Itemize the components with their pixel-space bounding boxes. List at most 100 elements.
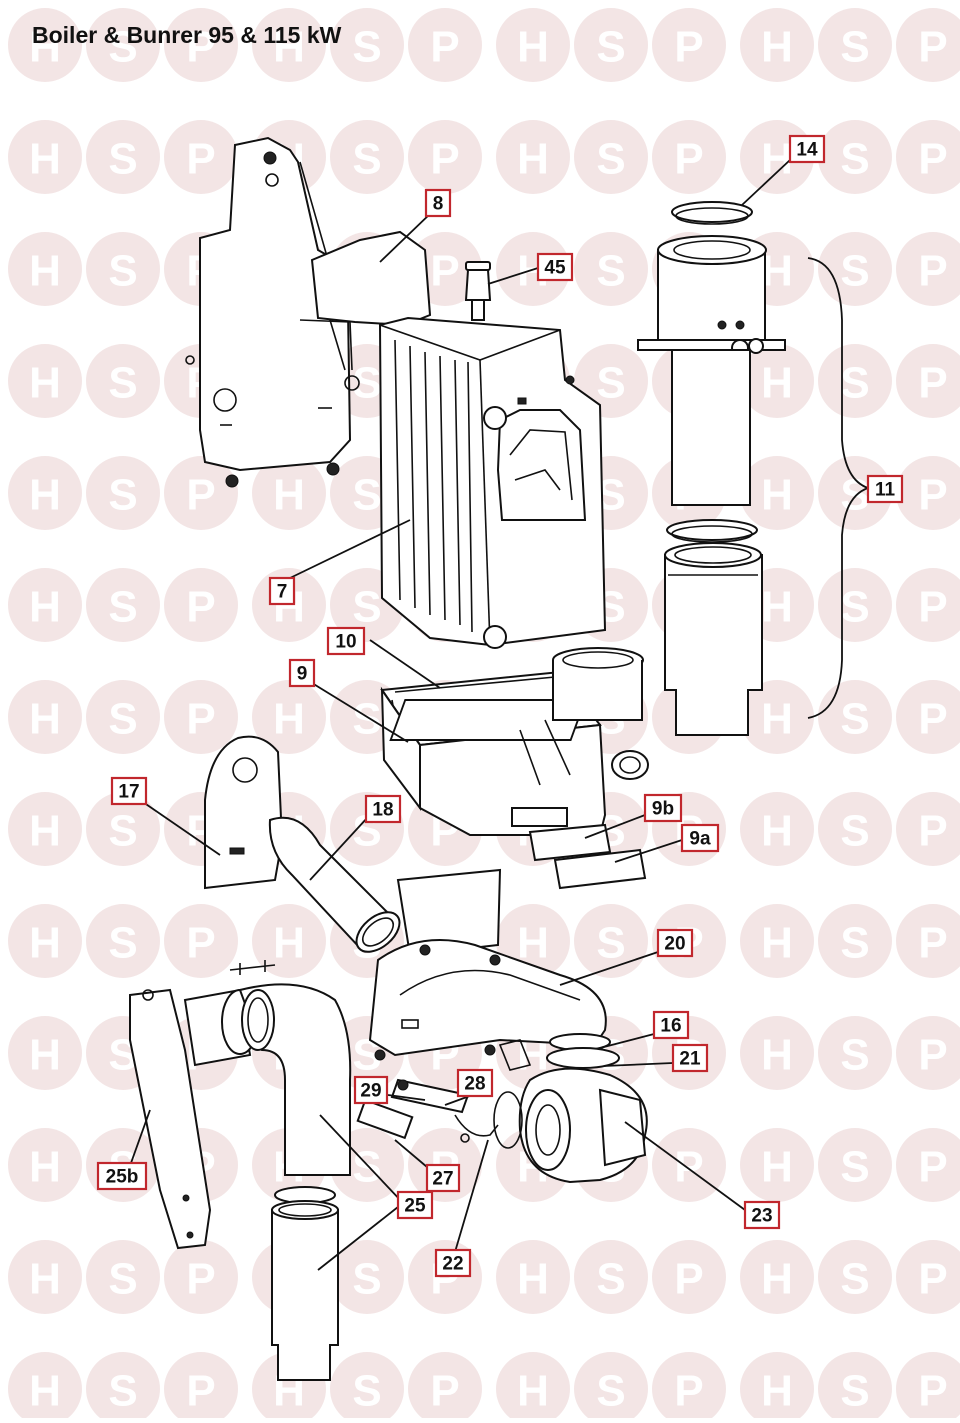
watermark-circle	[740, 792, 814, 866]
watermark-circle	[740, 680, 814, 754]
watermark-letter: S	[108, 695, 137, 744]
watermark-letter: S	[840, 1031, 869, 1080]
callout-25b: 25b	[96, 1161, 148, 1191]
watermark-circle	[818, 568, 892, 642]
watermark-circle	[86, 456, 160, 530]
watermark-letter: S	[840, 919, 869, 968]
watermark-letter: P	[918, 247, 947, 296]
watermark-letter: H	[761, 1367, 793, 1416]
watermark-letter: P	[674, 23, 703, 72]
watermark-letter: H	[29, 23, 61, 72]
watermark-circle	[496, 120, 570, 194]
watermark-circle	[896, 1240, 960, 1314]
watermark-circle	[652, 8, 726, 82]
watermark-letter: S	[108, 471, 137, 520]
watermark-circle	[896, 792, 960, 866]
watermark-letter: S	[840, 1367, 869, 1416]
watermark-circle	[574, 8, 648, 82]
callout-label: 10	[335, 632, 356, 653]
watermark-circle	[818, 1128, 892, 1202]
watermark-circle	[496, 1240, 570, 1314]
watermark-circle	[896, 1016, 960, 1090]
callout-20: 20	[656, 928, 694, 958]
watermark-letter: P	[918, 1367, 947, 1416]
watermark-letter: H	[761, 1143, 793, 1192]
watermark-circle	[8, 792, 82, 866]
callout-14: 14	[788, 134, 826, 164]
callout-17: 17	[110, 776, 148, 806]
watermark-letter: H	[761, 471, 793, 520]
watermark-circle	[86, 1240, 160, 1314]
watermark-circle	[252, 904, 326, 978]
watermark-circle	[896, 568, 960, 642]
watermark-circle	[574, 1240, 648, 1314]
watermark-letter: S	[596, 1367, 625, 1416]
watermark-circle	[86, 904, 160, 978]
callout-label: 7	[277, 582, 288, 603]
watermark-letter: S	[108, 919, 137, 968]
watermark-letter: S	[840, 695, 869, 744]
watermark-letter: S	[108, 135, 137, 184]
watermark-letter: H	[273, 471, 305, 520]
watermark-letter: P	[918, 695, 947, 744]
watermark-circle	[8, 568, 82, 642]
watermark-letter: S	[108, 807, 137, 856]
watermark-circle	[818, 1352, 892, 1423]
watermark-letter: P	[186, 919, 215, 968]
callout-box	[643, 793, 683, 823]
watermark-letter: H	[761, 807, 793, 856]
watermark-letter: H	[761, 695, 793, 744]
callout-16: 16	[652, 1010, 690, 1040]
watermark-circle	[86, 568, 160, 642]
watermark-letter: S	[352, 471, 381, 520]
watermark-circle	[8, 120, 82, 194]
callout-box	[456, 1068, 494, 1098]
watermark-letter: H	[273, 23, 305, 72]
watermark-letter: P	[918, 1255, 947, 1304]
watermark-letter: S	[596, 919, 625, 968]
watermark-circle	[86, 1352, 160, 1423]
watermark-letter: P	[186, 23, 215, 72]
callout-21: 21	[671, 1043, 709, 1073]
callout-box	[536, 252, 574, 282]
watermark-circle	[330, 120, 404, 194]
callout-label: 27	[432, 1169, 453, 1190]
watermark-circle	[740, 8, 814, 82]
watermark-circle	[8, 8, 82, 82]
watermark-letter: P	[674, 1367, 703, 1416]
watermark-letter: P	[918, 807, 947, 856]
watermark-circle	[164, 120, 238, 194]
watermark-circle	[896, 120, 960, 194]
part-8-side-panel	[185, 136, 432, 488]
watermark-letter: P	[186, 1255, 215, 1304]
watermark-letter: P	[674, 1143, 703, 1192]
watermark-letter: S	[840, 359, 869, 408]
callout-label: 18	[372, 800, 393, 821]
watermark-circle	[740, 1128, 814, 1202]
watermark-letter: S	[840, 1255, 869, 1304]
callout-label: 20	[664, 934, 685, 955]
watermark-circle	[408, 120, 482, 194]
watermark-letter: P	[186, 135, 215, 184]
part-45-air-vent	[464, 261, 492, 321]
watermark-letter: S	[352, 1143, 381, 1192]
watermark-letter: P	[918, 135, 947, 184]
watermark-circle	[896, 680, 960, 754]
watermark-circle	[740, 1016, 814, 1090]
watermark-letter: P	[186, 1367, 215, 1416]
watermark-circle	[496, 8, 570, 82]
watermark-circle	[496, 1352, 570, 1423]
callout-18: 18	[364, 794, 402, 824]
watermark-circle	[8, 456, 82, 530]
watermark-letter: S	[108, 247, 137, 296]
watermark-letter: P	[918, 471, 947, 520]
watermark-letter: H	[517, 1367, 549, 1416]
watermark-circle	[740, 1352, 814, 1423]
watermark-letter: P	[674, 1255, 703, 1304]
watermark-letter: S	[840, 583, 869, 632]
watermark-letter: H	[273, 919, 305, 968]
watermark-letter: H	[29, 919, 61, 968]
watermark-letter: S	[108, 359, 137, 408]
